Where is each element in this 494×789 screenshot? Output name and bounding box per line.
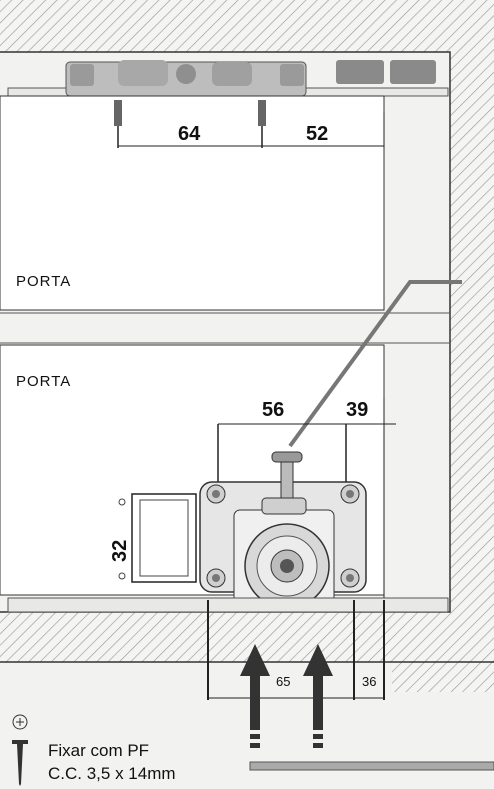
door-label-upper: PORTA — [16, 273, 71, 290]
mid-dimension-lines — [217, 398, 396, 600]
top-roller-assembly — [65, 60, 436, 97]
dim-top-left: 64 — [178, 123, 201, 145]
bottom-track — [7, 597, 449, 613]
frame-top-hatch — [0, 0, 494, 52]
dim-mid-right: 39 — [346, 399, 368, 421]
screw-side-view-icon — [12, 740, 28, 786]
install-arrow-left — [240, 644, 270, 748]
dim-top-right: 52 — [306, 123, 328, 145]
note-line-1: Fixar com PF — [48, 741, 149, 760]
frame-bottom-right-hatch — [392, 612, 494, 692]
bottom-dimension-lines — [207, 600, 385, 700]
leader-line — [288, 280, 462, 448]
note-line-2: C.C. 3,5 x 14mm — [48, 764, 176, 783]
install-arrow-right — [303, 644, 333, 748]
door-label-lower: PORTA — [16, 373, 71, 390]
screw-top-view-icon — [12, 714, 28, 730]
bottom-roller-assembly — [199, 451, 367, 609]
dim-bottom-left: 65 — [276, 674, 290, 689]
dim-mid-left: 56 — [262, 399, 284, 421]
frame-right-hatch — [450, 52, 494, 622]
dim-side-height: 32 — [109, 540, 131, 562]
side-bracket — [118, 493, 197, 583]
door-panel-upper — [0, 95, 385, 311]
bottom-rail-bar — [249, 761, 494, 771]
top-dimension-lines — [114, 100, 385, 148]
dim-bottom-right: 36 — [362, 674, 376, 689]
